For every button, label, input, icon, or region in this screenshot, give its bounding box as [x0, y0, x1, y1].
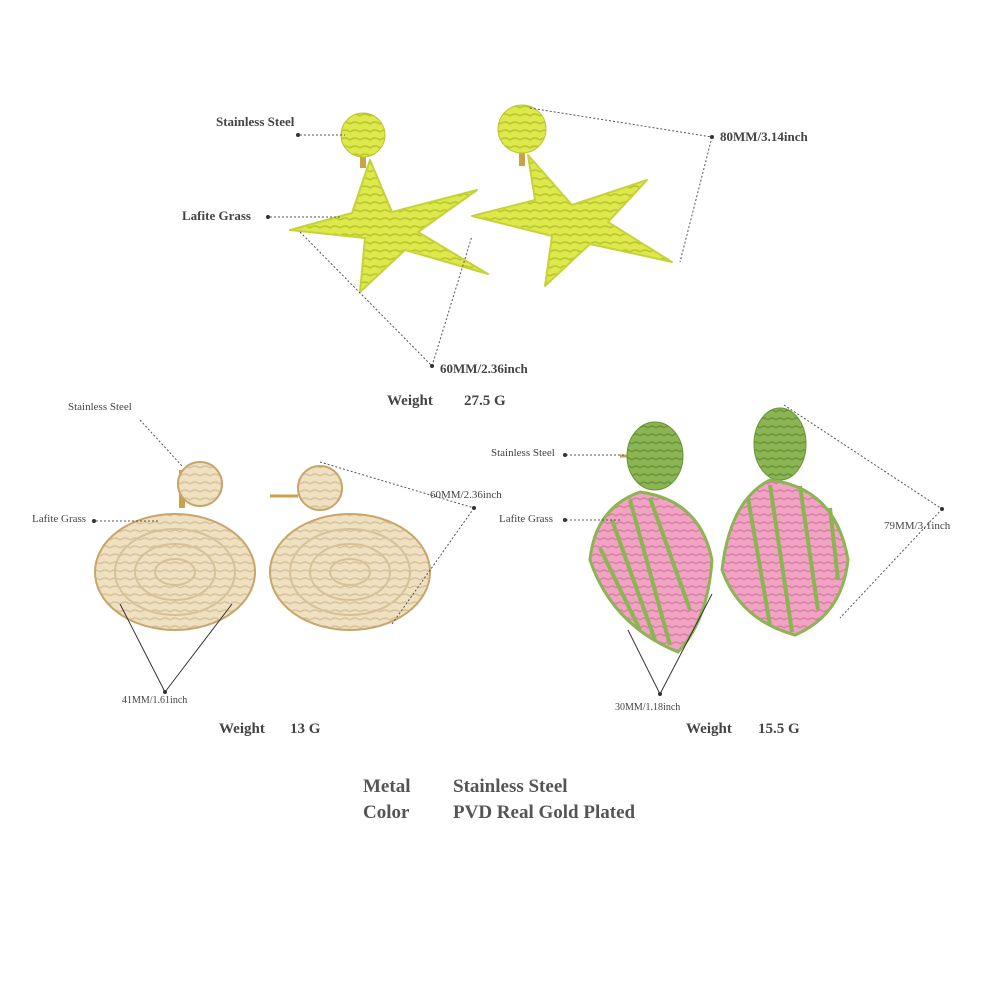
dimension-dot [940, 507, 944, 511]
starfish-material-body: Lafite Grass [182, 208, 251, 223]
spec-color-value: PVD Real Gold Plated [453, 802, 636, 823]
starfish-weight-label: Weight [387, 393, 433, 409]
starfish-material-top: Stainless Steel [216, 114, 295, 129]
leaf-material-body: Lafite Grass [499, 513, 554, 525]
round-dimension-lines [96, 419, 475, 625]
dimension-dot [92, 519, 96, 523]
dimension-dot [710, 135, 714, 139]
starfish-width: 60MM/2.36inch [440, 361, 528, 376]
leaf-earring-right [720, 407, 850, 637]
dimension-dot [296, 133, 300, 137]
dimension-dot [163, 690, 167, 694]
leaf-dimension-lines [566, 404, 943, 619]
round-length: 60MM/2.36inch [430, 489, 502, 501]
dimension-dot [658, 692, 662, 696]
spec-metal-label: Metal [363, 776, 411, 797]
leaf-width: 30MM/1.18inch [615, 702, 681, 713]
round-width: 41MM/1.61inch [122, 695, 188, 706]
starfish-earring-right [471, 104, 673, 287]
round-earring-right [269, 465, 431, 631]
dimension-dot [563, 518, 567, 522]
dimension-dot [430, 364, 434, 368]
starfish-earring-left [289, 112, 489, 293]
round-earring-left [94, 461, 256, 631]
starfish-length: 80MM/3.14inch [720, 129, 808, 144]
leaf-earring-left [588, 421, 714, 654]
round-material-top: Stainless Steel [68, 401, 132, 413]
leaf-weight-label: Weight [686, 721, 732, 737]
leaf-width-lines [627, 593, 713, 695]
starfish-dimension-lines [270, 107, 713, 367]
dimension-dot [472, 506, 476, 510]
round-weight-label: Weight [219, 721, 265, 737]
leaf-material-top: Stainless Steel [491, 447, 555, 459]
dimension-dot [266, 215, 270, 219]
spec-color-label: Color [363, 802, 410, 823]
round-weight-value: 13 G [290, 721, 321, 737]
spec-metal-value: Stainless Steel [453, 776, 568, 797]
round-material-body: Lafite Grass [32, 513, 87, 525]
starfish-weight-value: 27.5 G [464, 393, 506, 409]
leaf-weight-value: 15.5 G [758, 721, 800, 737]
round-width-lines [119, 603, 233, 693]
dimension-dot [563, 453, 567, 457]
leaf-length: 79MM/3.1inch [884, 520, 951, 532]
